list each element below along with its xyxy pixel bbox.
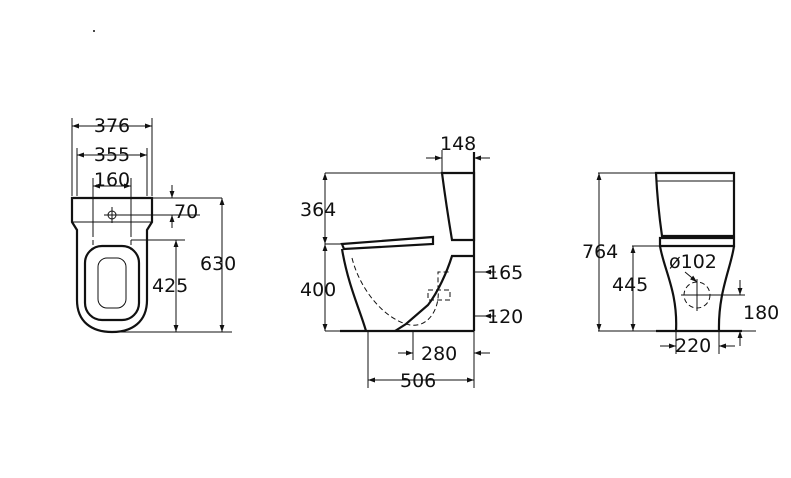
- dim-fixing-spacing: 160: [94, 169, 130, 191]
- dim-outlet-height: 120: [487, 306, 523, 328]
- dim-overall-height: 764: [582, 241, 618, 263]
- dim-outlet-center-height: 180: [743, 302, 779, 324]
- dim-pan-height: 445: [612, 274, 648, 296]
- seat-opening: [83, 244, 141, 322]
- dim-overall-length: 506: [400, 370, 436, 392]
- dim-tank-height: 364: [300, 199, 336, 221]
- pan-front: [658, 245, 736, 332]
- dim-tank-projection: 148: [440, 133, 476, 155]
- dim-outlet-distance: 280: [421, 343, 457, 365]
- speck: [93, 30, 95, 32]
- dim-base-width: 220: [675, 335, 711, 357]
- cistern: [440, 171, 476, 242]
- dim-seat-width: 355: [94, 144, 130, 166]
- top-view: 376 355 160 70 425 630: [70, 115, 236, 334]
- dim-bowl-depth: 425: [152, 275, 188, 297]
- cistern-front: [654, 171, 736, 238]
- seat-lid: [340, 235, 435, 251]
- dim-inlet-height: 165: [487, 262, 523, 284]
- dim-seat-height: 400: [300, 279, 336, 301]
- dim-fixing-depth: 70: [174, 201, 198, 223]
- bowl: [340, 248, 474, 332]
- front-view: 764 445 ø102 180 220: [582, 171, 779, 357]
- side-view: 148 364 400 165 120 280 506: [300, 133, 523, 392]
- dim-overall-depth: 630: [200, 253, 236, 275]
- dim-outlet-diameter: ø102: [669, 251, 717, 273]
- dim-overall-width: 376: [94, 115, 130, 137]
